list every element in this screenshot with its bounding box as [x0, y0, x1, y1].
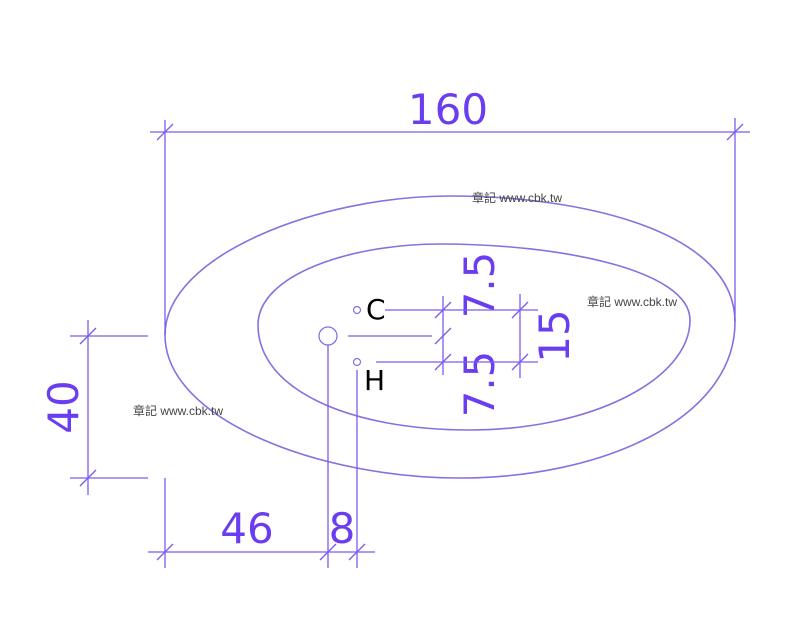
watermark-right: 章記 www.cbk.tw: [587, 294, 677, 309]
dimension-drain-offset: 46 8: [148, 478, 375, 568]
dimension-hole-spacing: 15: [455, 294, 579, 378]
faucet-spacing-label: 8: [329, 504, 356, 553]
fixtures: C H: [318, 293, 455, 568]
watermark-left: 章記 www.cbk.tw: [133, 403, 223, 418]
outer-tub-outline: [164, 195, 736, 479]
overall-length-label: 160: [408, 85, 488, 134]
drain-hole: [318, 326, 338, 346]
width-section-label: 40: [39, 380, 88, 433]
inner-basin-outline: [257, 243, 691, 431]
hole-spacing-label: 15: [530, 309, 579, 362]
hot-label: H: [364, 364, 385, 397]
dimension-overall-length: 160: [150, 85, 750, 335]
watermark-top: 章記 www.cbk.tw: [472, 190, 562, 205]
upper-offset-label: 7.5: [455, 252, 504, 319]
cold-label: C: [366, 293, 386, 326]
drain-offset-label: 46: [220, 504, 273, 553]
dimension-offsets: 7.5 7.5: [434, 252, 504, 418]
lower-offset-label: 7.5: [455, 351, 504, 418]
hot-faucet-hole: [352, 357, 362, 367]
cold-faucet-hole: [352, 305, 362, 315]
dimension-width-section: 40: [39, 320, 148, 495]
